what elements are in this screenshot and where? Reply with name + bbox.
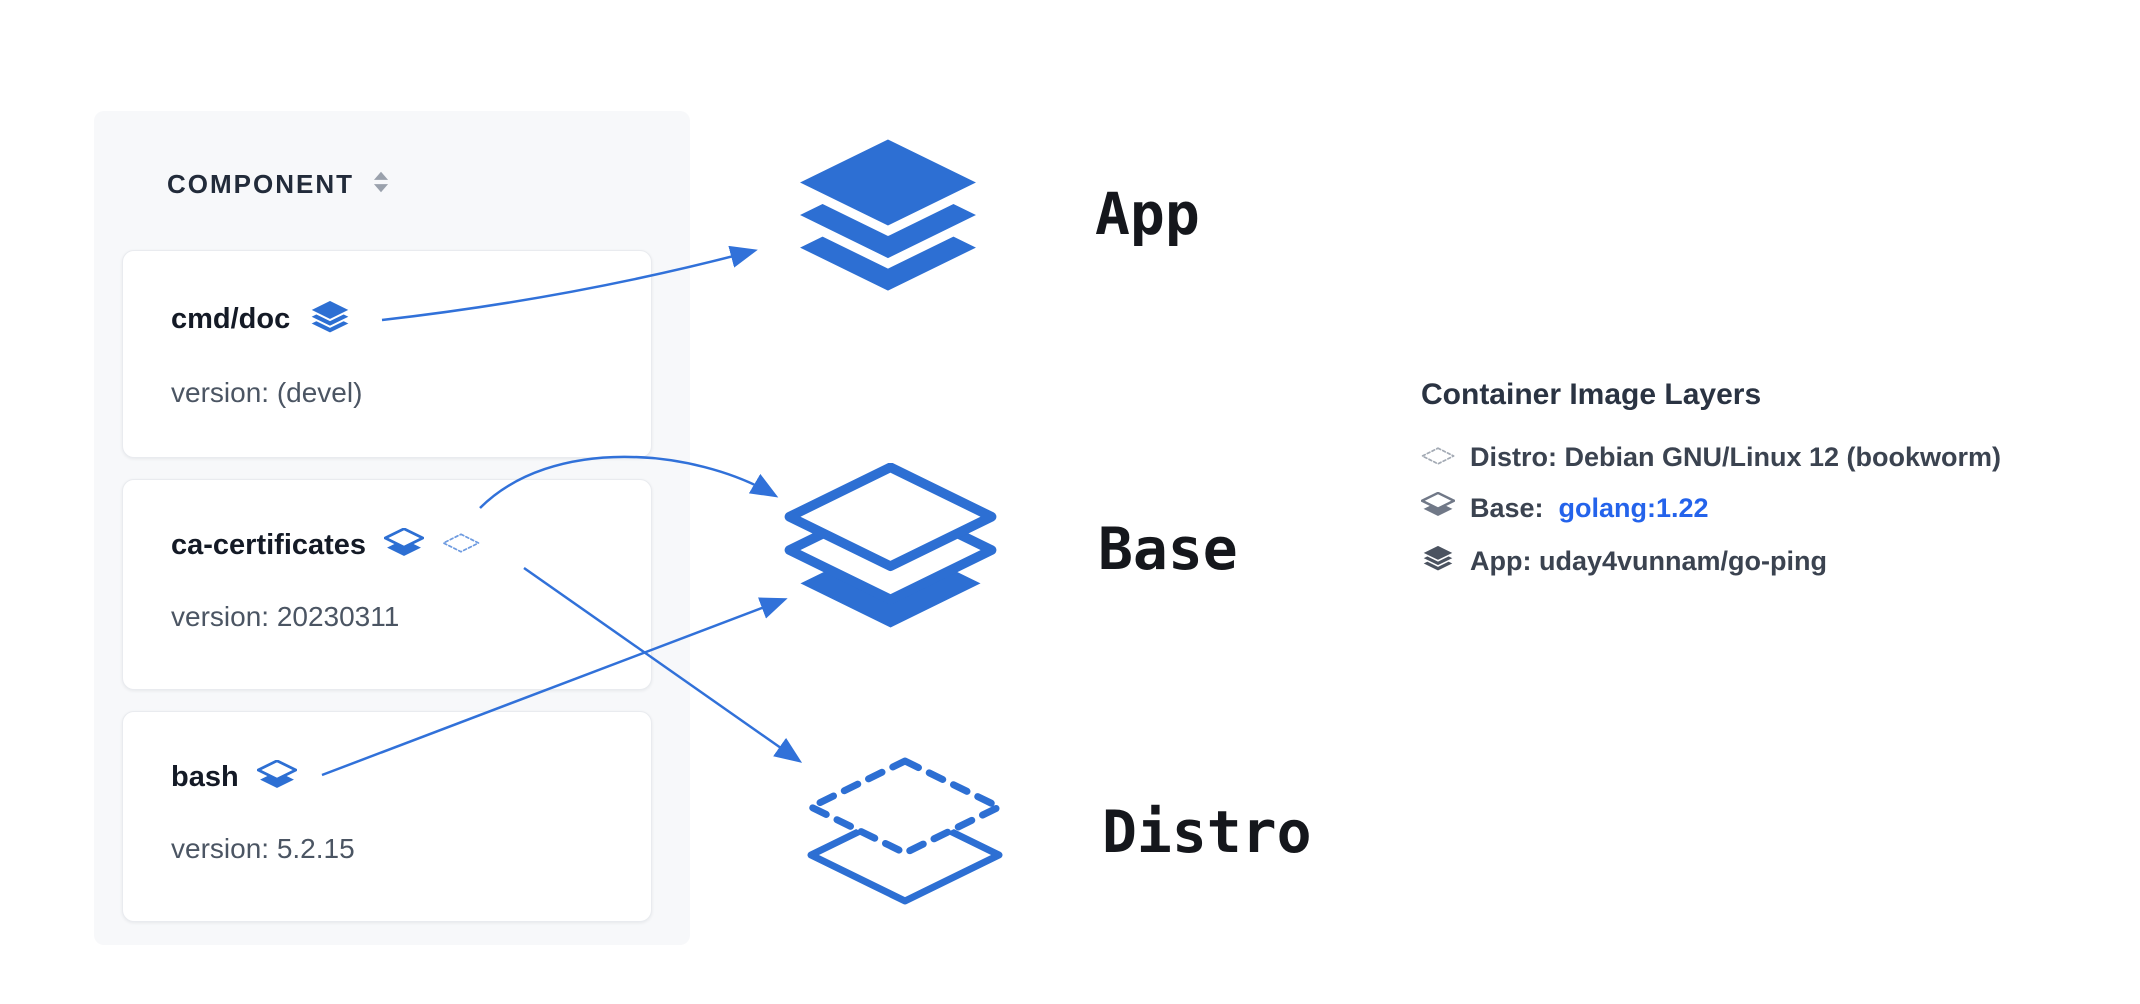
component-card-ca-certificates[interactable]: ca-certificates version: 20230311 <box>122 479 652 690</box>
legend-item-distro: Distro: Debian GNU/Linux 12 (bookworm) <box>1421 442 2001 473</box>
component-version: version: 5.2.15 <box>171 833 355 864</box>
base-layers-icon[interactable] <box>383 527 425 563</box>
base-layers-icon[interactable] <box>256 759 298 795</box>
component-card-bash[interactable]: bash version: 5.2.15 <box>122 711 652 922</box>
distro-label: Distro <box>1102 798 1312 866</box>
column-header-component: COMPONENT <box>167 169 354 199</box>
sort-icon[interactable] <box>370 169 392 200</box>
legend-item-text: Base: <box>1470 493 1544 523</box>
app-layers-icon[interactable] <box>307 298 354 339</box>
component-version: version: (devel) <box>171 377 363 408</box>
component-table-panel: COMPONENT cmd/doc versi <box>94 111 690 945</box>
component-name: ca-certificates <box>171 529 367 561</box>
container-image-layers-legend: Container Image Layers Distro: Debian GN… <box>1420 378 2001 579</box>
component-name: bash <box>171 761 239 793</box>
legend-item-text: Distro: Debian GNU/Linux 12 (bookworm) <box>1470 442 2002 472</box>
table-header-row: COMPONENT <box>167 169 392 200</box>
legend-item-base: Base: golang:1.22 <box>1420 491 2001 525</box>
distro-dashed-icon <box>1421 442 1455 473</box>
component-version: version: 20230311 <box>171 601 400 632</box>
base-layer-stack-icon <box>778 462 1003 640</box>
distro-dashed-icon[interactable] <box>442 531 480 560</box>
app-layer-stack-icon <box>778 128 998 303</box>
legend-item-app: App: uday4vunnam/go-ping <box>1420 544 2001 579</box>
base-image-link[interactable]: golang:1.22 <box>1558 493 1709 523</box>
legend-title: Container Image Layers <box>1421 378 1762 411</box>
component-name: cmd/doc <box>171 302 291 335</box>
base-label: Base <box>1098 515 1238 583</box>
app-layers-icon <box>1420 544 1456 579</box>
distro-layer-stack-icon <box>805 757 1005 912</box>
legend-item-text: App: uday4vunnam/go-ping <box>1470 546 1827 576</box>
component-card-cmd-doc[interactable]: cmd/doc version: (devel) <box>122 250 652 458</box>
app-label: App <box>1095 180 1200 248</box>
base-layers-icon <box>1420 491 1456 525</box>
